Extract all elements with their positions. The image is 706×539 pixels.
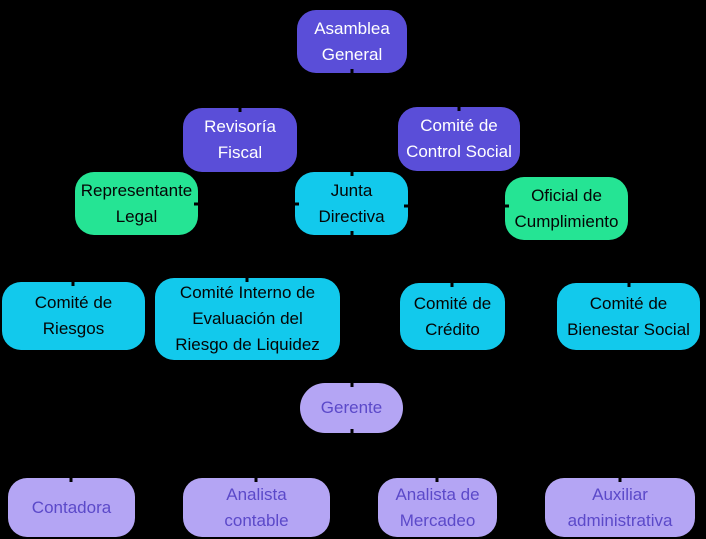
node-comite-riesgos: Comité de Riesgos — [2, 282, 145, 350]
node-comite-interno-liquidez: Comité Interno de Evaluación del Riesgo … — [155, 278, 340, 360]
node-gerente: Gerente — [300, 383, 403, 433]
node-representante-legal: Representante Legal — [75, 172, 198, 235]
node-junta-directiva: Junta Directiva — [295, 172, 408, 235]
node-auxiliar-administrativa: Auxiliar administrativa — [545, 478, 695, 537]
node-comite-credito: Comité de Crédito — [400, 283, 505, 350]
node-oficial-cumplimiento: Oficial de Cumplimiento — [505, 177, 628, 240]
node-comite-control-social: Comité de Control Social — [398, 107, 520, 171]
node-comite-bienestar-social: Comité de Bienestar Social — [557, 283, 700, 350]
node-revisoria-fiscal: Revisoría Fiscal — [183, 108, 297, 172]
node-analista-contable: Analista contable — [183, 478, 330, 537]
node-contadora: Contadora — [8, 478, 135, 537]
node-asamblea-general: Asamblea General — [297, 10, 407, 73]
node-analista-mercadeo: Analista de Mercadeo — [378, 478, 497, 537]
